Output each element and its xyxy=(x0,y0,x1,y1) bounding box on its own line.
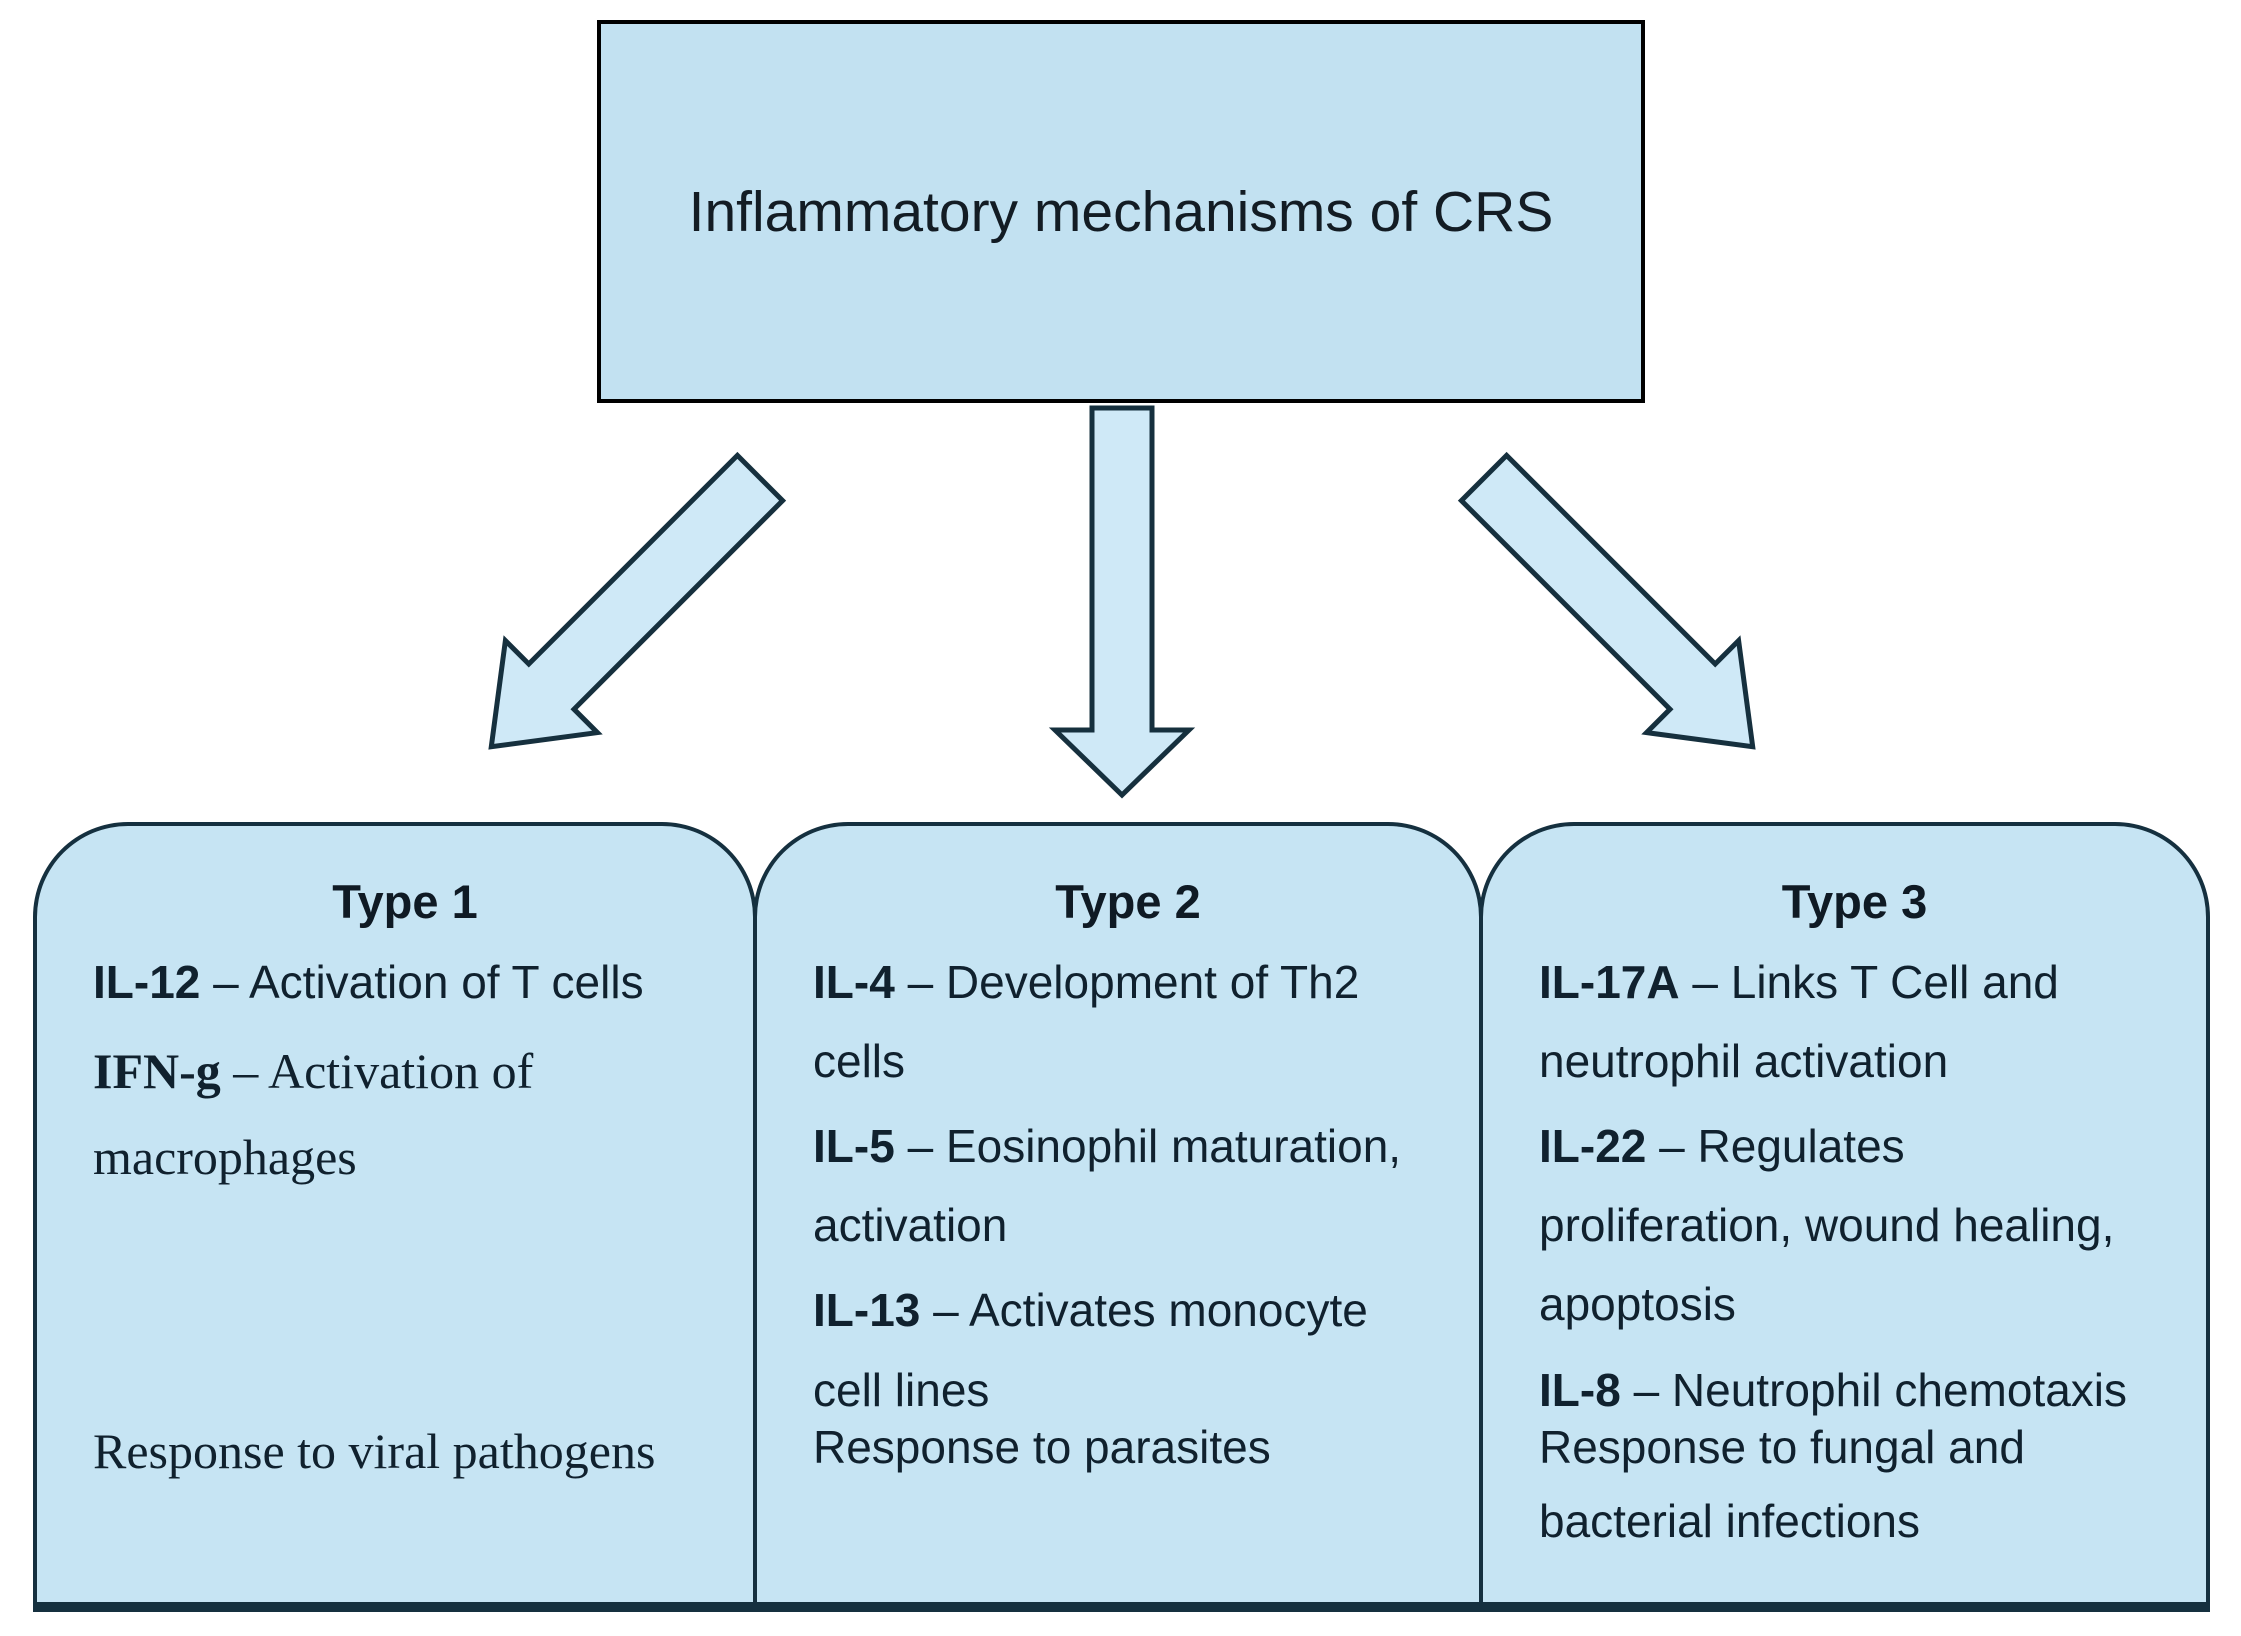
cytokine-desc: – Development of Th2 cells xyxy=(813,956,1360,1088)
type3-response: Response to fungal and bacterial infecti… xyxy=(1539,1421,2025,1547)
type3-box: Type 3 IL-17A – Links T Cell and neutrop… xyxy=(1479,822,2210,1612)
type1-box: Type 1 IL-12 – Activation of T cells IFN… xyxy=(33,822,757,1612)
type3-item-il17a: IL-17A – Links T Cell and neutrophil act… xyxy=(1539,943,2170,1101)
type3-heading: Type 3 xyxy=(1781,875,1928,928)
type3-item-il8: IL-8 – Neutrophil chemotaxis xyxy=(1539,1351,2170,1430)
cytokine-desc: – Eosinophil maturation, activation xyxy=(813,1120,1402,1252)
arrow-down-icon xyxy=(1048,405,1196,799)
cytokine-desc: – Activation of T cells xyxy=(213,956,644,1008)
type1-item-il12: IL-12 – Activation of T cells xyxy=(93,943,717,1022)
type2-item-il4: IL-4 – Development of Th2 cells xyxy=(813,943,1443,1101)
cytokine-label: IL-4 xyxy=(813,956,895,1008)
arrow-down-right-icon xyxy=(1457,451,1756,750)
cytokine-desc: – Activation of macrophages xyxy=(93,1043,534,1186)
cytokine-desc: – Links T Cell and neutrophil activation xyxy=(1539,956,2059,1088)
type2-item-il5: IL-5 – Eosinophil maturation, activation xyxy=(813,1107,1443,1265)
type1-item-ifng: IFN-g – Activation of macrophages xyxy=(93,1028,717,1200)
title-text: Inflammatory mechanisms of CRS xyxy=(688,179,1554,244)
type1-heading: Type 1 xyxy=(332,875,478,928)
cytokine-desc: – Neutrophil chemotaxis xyxy=(1633,1363,2128,1416)
cytokine-label: IFN-g xyxy=(93,1043,221,1100)
title-box: Inflammatory mechanisms of CRS xyxy=(597,20,1645,403)
cytokine-label: IL-8 xyxy=(1539,1363,1621,1416)
type3-item-il22: IL-22 – Regulates proliferation, wound h… xyxy=(1539,1107,2170,1344)
type2-heading: Type 2 xyxy=(1055,875,1201,928)
cytokine-label: IL-5 xyxy=(813,1120,895,1173)
type2-item-il13: IL-13 – Activates monocyte cell lines xyxy=(813,1271,1443,1429)
cytokine-desc: – Regulates proliferation, wound healing… xyxy=(1539,1120,2115,1331)
arrow-down-left-icon xyxy=(488,451,787,750)
type2-box: Type 2 IL-4 – Development of Th2 cells I… xyxy=(753,822,1483,1612)
cytokine-label: IL-13 xyxy=(813,1284,921,1337)
cytokine-label: IL-17A xyxy=(1539,956,1680,1008)
cytokine-label: IL-22 xyxy=(1539,1120,1647,1173)
type2-response: Response to parasites xyxy=(813,1421,1271,1473)
cytokine-label: IL-12 xyxy=(93,956,201,1008)
cytokine-desc: – Activates monocyte cell lines xyxy=(813,1284,1368,1416)
type1-response: Response to viral pathogens xyxy=(93,1423,656,1479)
